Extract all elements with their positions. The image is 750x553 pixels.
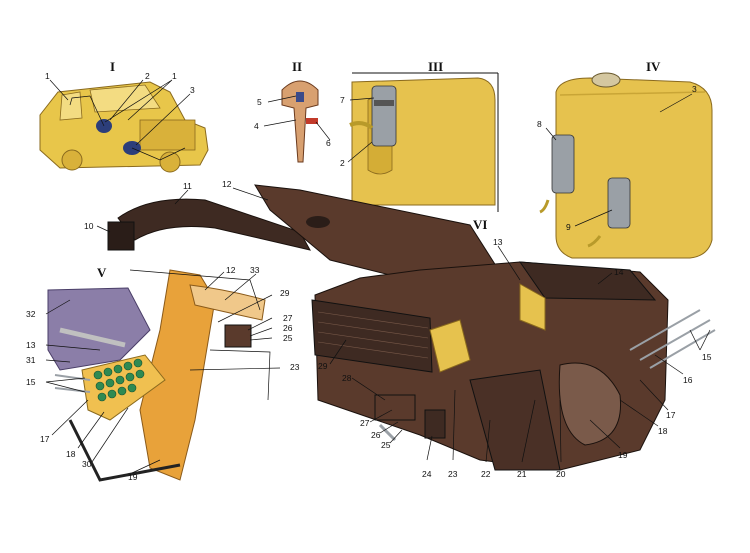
callout-22: 22	[481, 469, 491, 479]
callout-10: 10	[84, 221, 94, 231]
callout-21: 21	[517, 469, 527, 479]
callout-15b: 15	[702, 352, 712, 362]
tap-detail-v	[224, 324, 252, 348]
callout-leader-lines	[45, 79, 711, 474]
callout-7: 7	[340, 95, 345, 105]
heater-radiator-core	[93, 358, 145, 402]
section-v-cutaway	[47, 269, 271, 482]
callout-numbers: 1 2 1 3 5 4 6 7 2 8 9 3 10 11 12 13 14 1…	[26, 71, 712, 482]
callout-17a: 17	[40, 434, 50, 444]
callout-28: 28	[342, 373, 352, 383]
callout-32: 32	[26, 309, 36, 319]
label-section-iii: III	[428, 59, 443, 74]
callout-25b: 25	[381, 440, 391, 450]
callout-1b: 1	[172, 71, 177, 81]
washer-pump-iv-rear	[607, 177, 631, 229]
callout-2a: 2	[145, 71, 150, 81]
label-section-ii: II	[292, 59, 302, 74]
callout-23a: 23	[290, 362, 300, 372]
label-section-vi: VI	[473, 217, 487, 232]
callout-2b: 2	[340, 158, 345, 168]
callout-26a: 26	[283, 323, 293, 333]
callout-5: 5	[257, 97, 262, 107]
callout-23b: 23	[448, 469, 458, 479]
callout-29a: 29	[280, 288, 290, 298]
callout-24: 24	[422, 469, 432, 479]
callout-14: 14	[614, 267, 624, 277]
control-cables	[629, 309, 716, 369]
callout-17b: 17	[666, 410, 676, 420]
callout-29b: 29	[318, 361, 328, 371]
callout-16: 16	[683, 375, 693, 385]
section-ii-nozzle	[281, 80, 319, 163]
section-iii-reservoir	[349, 72, 499, 212]
callout-6: 6	[326, 138, 331, 148]
callout-19a: 19	[128, 472, 138, 482]
washer-pump-iv-front	[551, 134, 575, 194]
callout-30: 30	[82, 459, 92, 469]
callout-1a: 1	[45, 71, 50, 81]
callout-12b: 12	[226, 265, 236, 275]
heater-tap	[374, 394, 446, 442]
section-iv-reservoir	[539, 72, 713, 259]
callout-12a: 12	[222, 179, 232, 189]
callout-27b: 27	[360, 418, 370, 428]
callout-18a: 18	[66, 449, 76, 459]
callout-20: 20	[556, 469, 566, 479]
callout-13a: 13	[493, 237, 503, 247]
callout-11: 11	[183, 181, 192, 191]
callout-25a: 25	[283, 333, 293, 343]
callout-9: 9	[566, 222, 571, 232]
callout-26b: 26	[371, 430, 381, 440]
label-section-v: V	[97, 265, 107, 280]
callout-18b: 18	[658, 426, 668, 436]
callout-15a: 15	[26, 377, 36, 387]
callout-31: 31	[26, 355, 36, 365]
heater-housing	[311, 261, 669, 471]
washer-pump-iii	[371, 85, 397, 147]
callout-8: 8	[537, 119, 542, 129]
callout-19b: 19	[618, 450, 628, 460]
callout-27a: 27	[283, 313, 293, 323]
label-section-iv: IV	[646, 59, 661, 74]
callout-4: 4	[254, 121, 259, 131]
callout-3a: 3	[190, 85, 195, 95]
callout-3b: 3	[692, 84, 697, 94]
section-i-car-body	[39, 81, 209, 173]
callout-13b: 13	[26, 340, 36, 350]
callout-33: 33	[250, 265, 260, 275]
label-section-i: I	[110, 59, 115, 74]
